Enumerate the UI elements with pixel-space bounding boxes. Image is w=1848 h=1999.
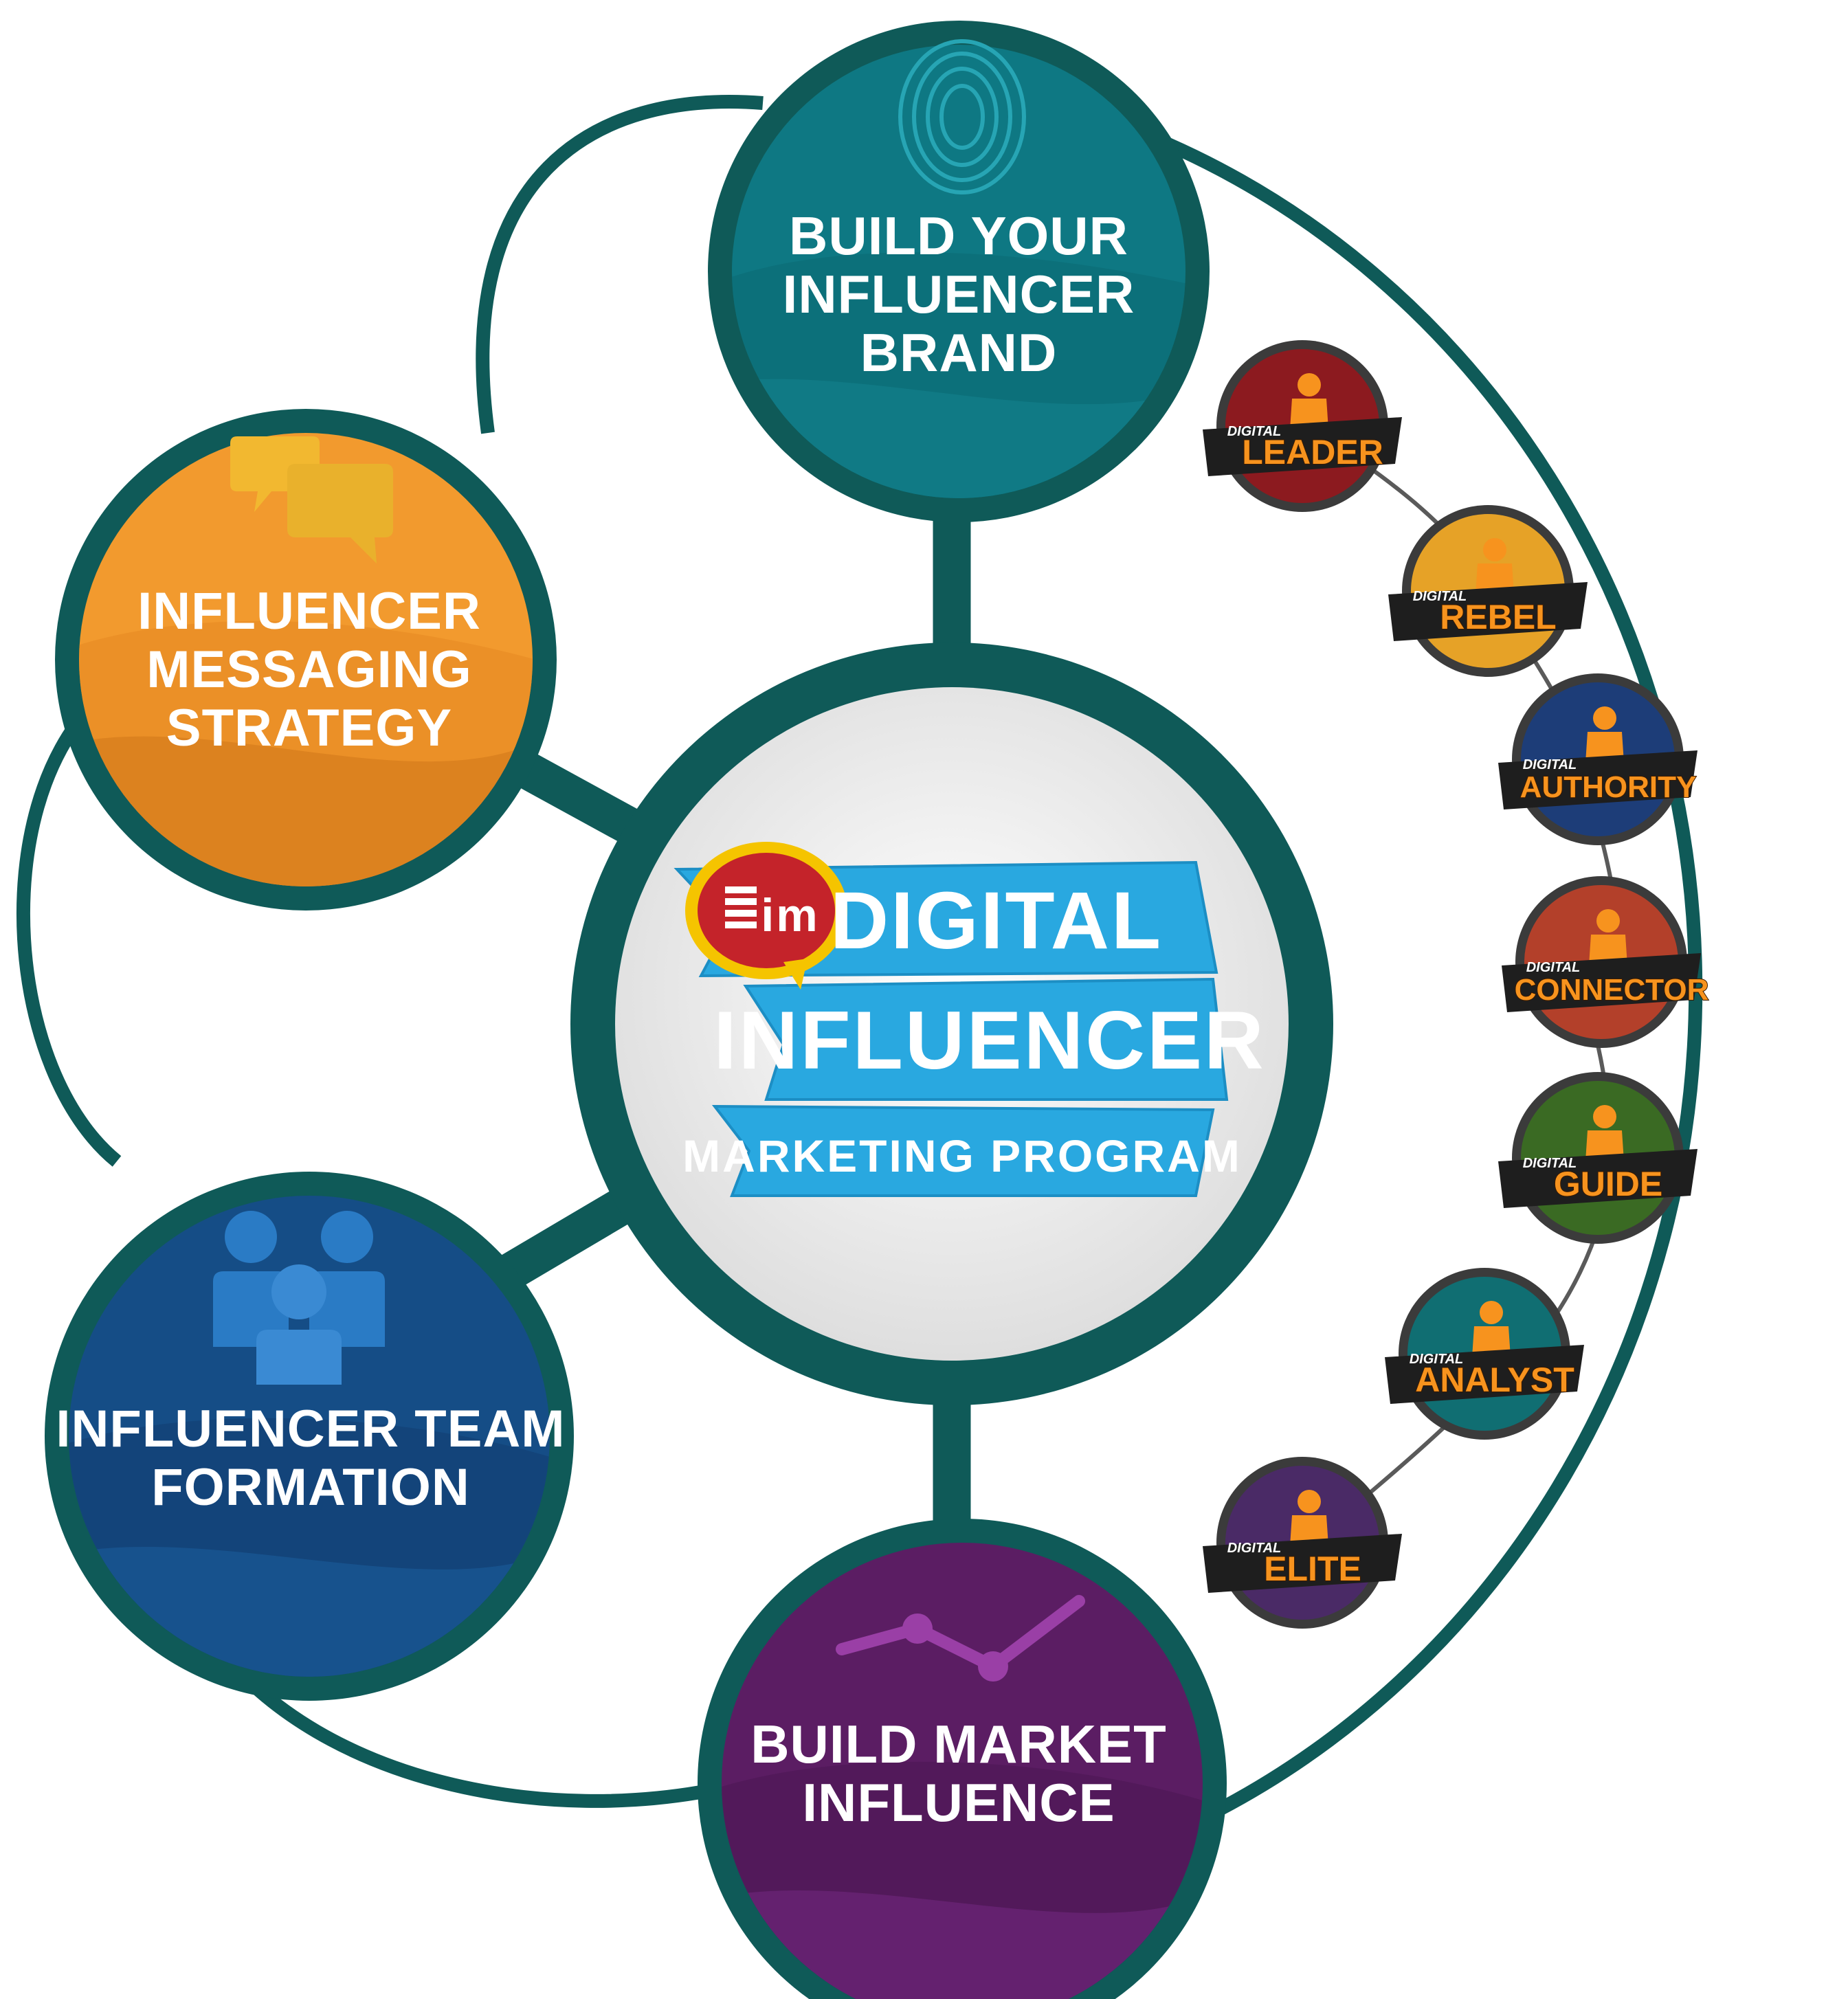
person-icon [1298, 373, 1321, 397]
messaging-line2: MESSAGING [146, 640, 472, 699]
logo-bar-3 [725, 910, 757, 917]
node-market: BUILD MARKET INFLUENCE [698, 1519, 1227, 1999]
badge-banner [1498, 750, 1697, 809]
badge-name-label: ELITE [1264, 1550, 1361, 1588]
node-team: INFLUENCER TEAM FORMATION [45, 1172, 574, 1701]
badge-banner [1203, 1534, 1402, 1593]
badge-top-label: DIGITAL [1410, 1352, 1464, 1367]
badge-name-label: ANALYST [1415, 1361, 1574, 1399]
brand-line3: BRAND [860, 322, 1058, 383]
brand-line1: BUILD YOUR [789, 205, 1128, 266]
market-line1: BUILD MARKET [750, 1714, 1167, 1774]
badge-list: DIGITALLEADERDIGITALREBELDIGITALAUTHORIT… [1203, 340, 1709, 1629]
badge-top-label: DIGITAL [1523, 757, 1577, 772]
badge-top-label: DIGITAL [1523, 1156, 1577, 1171]
logo-mark: im [761, 889, 819, 941]
logo-line2: INFLUENCER [713, 994, 1265, 1086]
trend-line-icon [836, 1595, 1085, 1682]
logo-bar-2 [725, 898, 757, 905]
ribbon-bottom [711, 1104, 1215, 1197]
speech-bubbles-icon [230, 436, 393, 563]
team-line1: INFLUENCER TEAM [56, 1400, 565, 1458]
badge-top-label: DIGITAL [1227, 424, 1282, 439]
messaging-line1: INFLUENCER [137, 582, 481, 640]
bottom-left-arc [214, 1644, 731, 1808]
brand-line2: INFLUENCER [783, 264, 1135, 324]
badge-banner [1385, 1345, 1584, 1404]
logo-bar-4 [725, 922, 757, 928]
badge-banner [1502, 953, 1701, 1012]
badge-name-label: CONNECTOR [1515, 973, 1709, 1007]
badge-name-label: LEADER [1242, 433, 1383, 471]
messaging-line3: STRATEGY [166, 699, 452, 757]
team-line2: FORMATION [151, 1458, 470, 1517]
logo-bar-1 [725, 886, 757, 893]
node-brand: BUILD YOUR INFLUENCER BRAND [708, 21, 1210, 522]
ribbon-mid [743, 977, 1229, 1101]
im-logo: im [685, 842, 847, 990]
badge-name-label: AUTHORITY [1520, 770, 1697, 804]
badge-name-label: REBEL [1440, 598, 1556, 636]
left-arc [16, 695, 122, 1167]
person-icon [1480, 1301, 1503, 1324]
badge-name-label: GUIDE [1554, 1165, 1662, 1203]
logo-line1: DIGITAL [830, 875, 1163, 966]
fingerprint-icon [898, 39, 1026, 194]
node-messaging: INFLUENCER MESSAGING STRATEGY [55, 409, 557, 911]
badge-top-label: DIGITAL [1526, 960, 1581, 975]
badge-banner [1203, 417, 1402, 476]
logo-line3: MARKETING PROGRAM [682, 1130, 1242, 1181]
badge-banner [1388, 582, 1588, 641]
center-node: im DIGITAL INFLUENCER MARKETING PROGRAM [570, 643, 1333, 1405]
top-left-arc [476, 95, 764, 434]
person-icon [1593, 706, 1616, 730]
people-group-icon [213, 1211, 385, 1385]
badge-top-label: DIGITAL [1227, 1541, 1282, 1556]
market-line2: INFLUENCE [802, 1772, 1115, 1833]
person-icon [1596, 909, 1620, 933]
person-icon [1483, 538, 1506, 561]
person-icon [1593, 1105, 1616, 1128]
badge-top-label: DIGITAL [1413, 589, 1467, 604]
person-icon [1298, 1490, 1321, 1513]
badge-banner [1498, 1149, 1697, 1208]
